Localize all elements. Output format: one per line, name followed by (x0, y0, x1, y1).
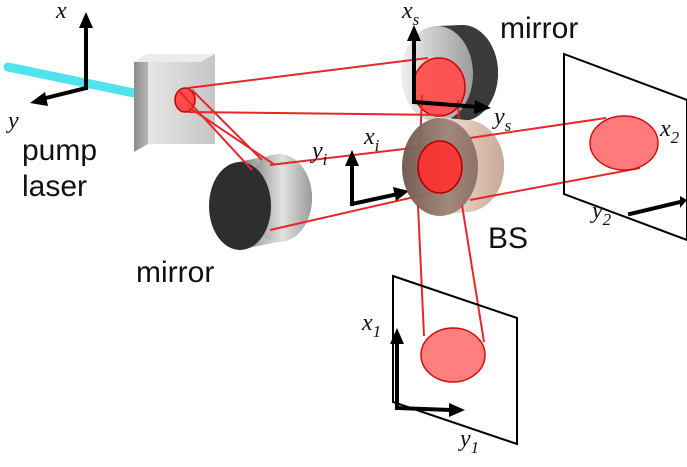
pump-beam (3, 62, 139, 98)
label-det1-x: x1 (361, 310, 381, 341)
label-pump: pump (22, 134, 97, 167)
pump-axes (30, 12, 93, 106)
label-signal-y: ys (492, 104, 512, 135)
label-bs: BS (488, 222, 528, 255)
label-signal-x: xs (401, 0, 420, 29)
label-det1-y: y1 (458, 426, 479, 457)
screen-1-frame (392, 274, 518, 446)
pump-spot (174, 87, 196, 113)
label-laser: laser (22, 170, 87, 203)
label-pump-x: x (55, 0, 67, 24)
arrowhead-icon (393, 187, 409, 201)
screen-2-frame (563, 52, 687, 242)
beam-splitter (402, 117, 504, 216)
label-det2-y: y2 (590, 198, 612, 229)
beam-paths-out (417, 117, 641, 343)
labels: pump laser mirror mirror BS x y xs ys xi… (6, 0, 680, 457)
detector-screen-2 (563, 52, 687, 242)
mirror-left-face (209, 162, 271, 250)
label-idler-x: xi (363, 124, 380, 155)
det2-spot (589, 115, 659, 171)
det1-spot (420, 327, 486, 383)
detector-screen-1 (390, 274, 518, 446)
arrowhead-icon (79, 12, 93, 28)
arrowhead-icon (680, 196, 687, 208)
arrowhead-icon (30, 92, 48, 106)
label-mirror-top: mirror (500, 12, 578, 45)
crystal (134, 54, 215, 152)
signal-axes (407, 25, 491, 114)
arrowhead-icon (345, 150, 359, 166)
label-det2-x: x2 (659, 116, 680, 147)
label-mirror-left: mirror (136, 256, 214, 289)
label-pump-y: y (6, 108, 19, 134)
pump-laser (3, 62, 139, 98)
arrowhead-icon (407, 25, 421, 41)
mirror-left (209, 154, 312, 250)
arrowhead-icon (449, 403, 465, 417)
arrowhead-icon (390, 328, 404, 344)
arrowhead-icon (474, 100, 491, 114)
bs-spot (417, 140, 463, 194)
idler-axes (345, 150, 409, 207)
label-idler-y: yi (310, 138, 328, 169)
